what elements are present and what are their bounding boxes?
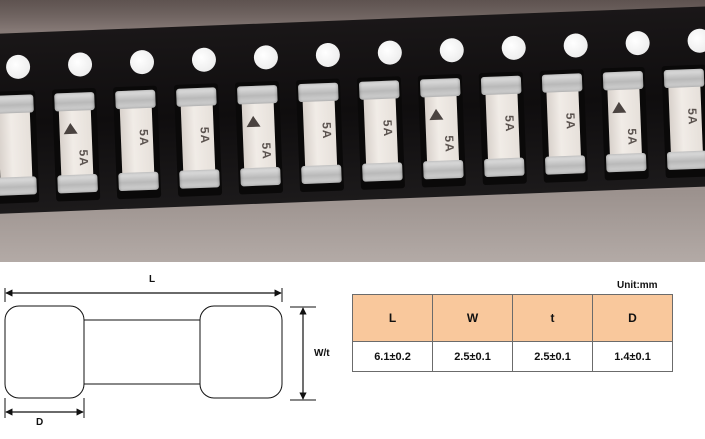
sprocket-hole xyxy=(5,54,31,80)
sprocket-hole xyxy=(439,37,465,63)
fuse-end-cap xyxy=(358,80,400,100)
fuse-end-cap xyxy=(237,84,278,105)
unit-label: Unit:mm xyxy=(617,280,658,291)
fuse-end-cap xyxy=(544,155,586,175)
fuse-marking: 5A xyxy=(685,108,700,126)
fuse-end-cap xyxy=(118,171,159,192)
fuse-end-cap xyxy=(663,68,705,89)
fuse-end-cap xyxy=(602,70,644,91)
fuse-marking: 5A xyxy=(563,112,578,131)
fuse-end-cap xyxy=(541,73,583,93)
value-cell-l: 6.1±0.2 xyxy=(352,341,433,372)
fuse-marking: 5A xyxy=(624,128,640,147)
fuse-logo-icon xyxy=(246,115,261,128)
smd-fuse: 5A xyxy=(176,87,220,189)
fuse-end-cap xyxy=(362,162,403,182)
fuse-marking: 5A xyxy=(197,126,213,145)
fuse-end-cap xyxy=(115,89,156,110)
fuse-body-outline xyxy=(83,319,201,385)
fuse-end-cap xyxy=(0,94,34,114)
smd-fuse xyxy=(0,94,38,196)
header-cell-t: t xyxy=(512,294,593,342)
fuse-marking: 5A xyxy=(442,135,457,154)
fuse-end-cap xyxy=(179,169,220,189)
fuse-end-cap xyxy=(483,157,525,178)
fuse-marking: 5A xyxy=(319,122,335,141)
fuse-end-cap xyxy=(666,150,705,171)
fuse-end-cap xyxy=(480,75,522,96)
sprocket-hole xyxy=(253,44,279,70)
width-thickness-label: W/t xyxy=(314,348,330,359)
smd-fuse: 5A xyxy=(663,68,705,171)
smd-fuse: 5A xyxy=(419,77,464,180)
carrier-tape: 5A 5A 5A 5A 5A 5A 5A 5A 5A 5A 5A xyxy=(0,6,705,214)
table-value-row: 6.1±0.2 2.5±0.1 2.5±0.1 1.4±0.1 xyxy=(352,341,673,372)
smd-fuse: 5A xyxy=(54,92,98,194)
sprocket-hole xyxy=(377,40,403,66)
fuse-marking: 5A xyxy=(380,119,396,138)
cap-length-label: D xyxy=(36,417,44,428)
fuse-outline-drawing xyxy=(4,288,316,418)
sprocket-hole xyxy=(129,49,155,75)
fuse-logo-icon xyxy=(63,122,78,135)
smd-fuse: 5A xyxy=(358,80,403,182)
smd-fuse: 5A xyxy=(602,70,647,173)
header-cell-l: L xyxy=(352,294,433,342)
fuse-marking: 5A xyxy=(259,142,274,161)
fuse-cap-left xyxy=(4,305,85,399)
smd-fuse: 5A xyxy=(297,82,342,185)
dimension-spec-table: L W t D 6.1±0.2 2.5±0.1 2.5±0.1 1.4±0.1 xyxy=(352,294,673,372)
fuse-end-cap xyxy=(419,77,461,98)
sprocket-hole xyxy=(315,42,341,68)
smd-fuse: 5A xyxy=(237,84,281,187)
fuse-end-cap xyxy=(297,82,339,103)
fuse-end-cap xyxy=(176,87,217,107)
fuse-end-cap xyxy=(0,176,38,196)
value-cell-d: 1.4±0.1 xyxy=(592,341,673,372)
dimension-diagram: L W/t D xyxy=(0,262,705,439)
sprocket-hole xyxy=(563,33,589,58)
fuse-end-cap xyxy=(301,164,342,185)
header-cell-w: W xyxy=(432,294,513,342)
smd-fuse: 5A xyxy=(115,89,159,192)
sprocket-hole xyxy=(191,47,217,73)
fuse-cap-right xyxy=(199,305,283,399)
value-cell-t: 2.5±0.1 xyxy=(512,341,593,372)
sprocket-hole xyxy=(625,30,651,56)
length-label: L xyxy=(149,274,156,285)
fuse-marking xyxy=(0,123,30,164)
header-cell-d: D xyxy=(592,294,673,342)
fuse-logo-icon xyxy=(429,108,444,121)
fuse-marking: 5A xyxy=(136,129,152,148)
smd-fuse: 5A xyxy=(480,75,525,178)
sprocket-hole xyxy=(67,52,93,77)
table-header-row: L W t D xyxy=(352,294,673,342)
fuse-logo-icon xyxy=(611,101,627,114)
fuse-marking: 5A xyxy=(502,115,517,134)
sprocket-hole xyxy=(501,35,527,61)
value-cell-w: 2.5±0.1 xyxy=(432,341,513,372)
fuse-end-cap xyxy=(54,92,95,112)
fuse-marking: 5A xyxy=(76,149,91,168)
sprocket-hole xyxy=(687,28,705,54)
smd-fuse: 5A xyxy=(541,73,586,175)
fuse-tape-photo: 5A 5A 5A 5A 5A 5A 5A 5A 5A 5A 5A xyxy=(0,0,705,262)
